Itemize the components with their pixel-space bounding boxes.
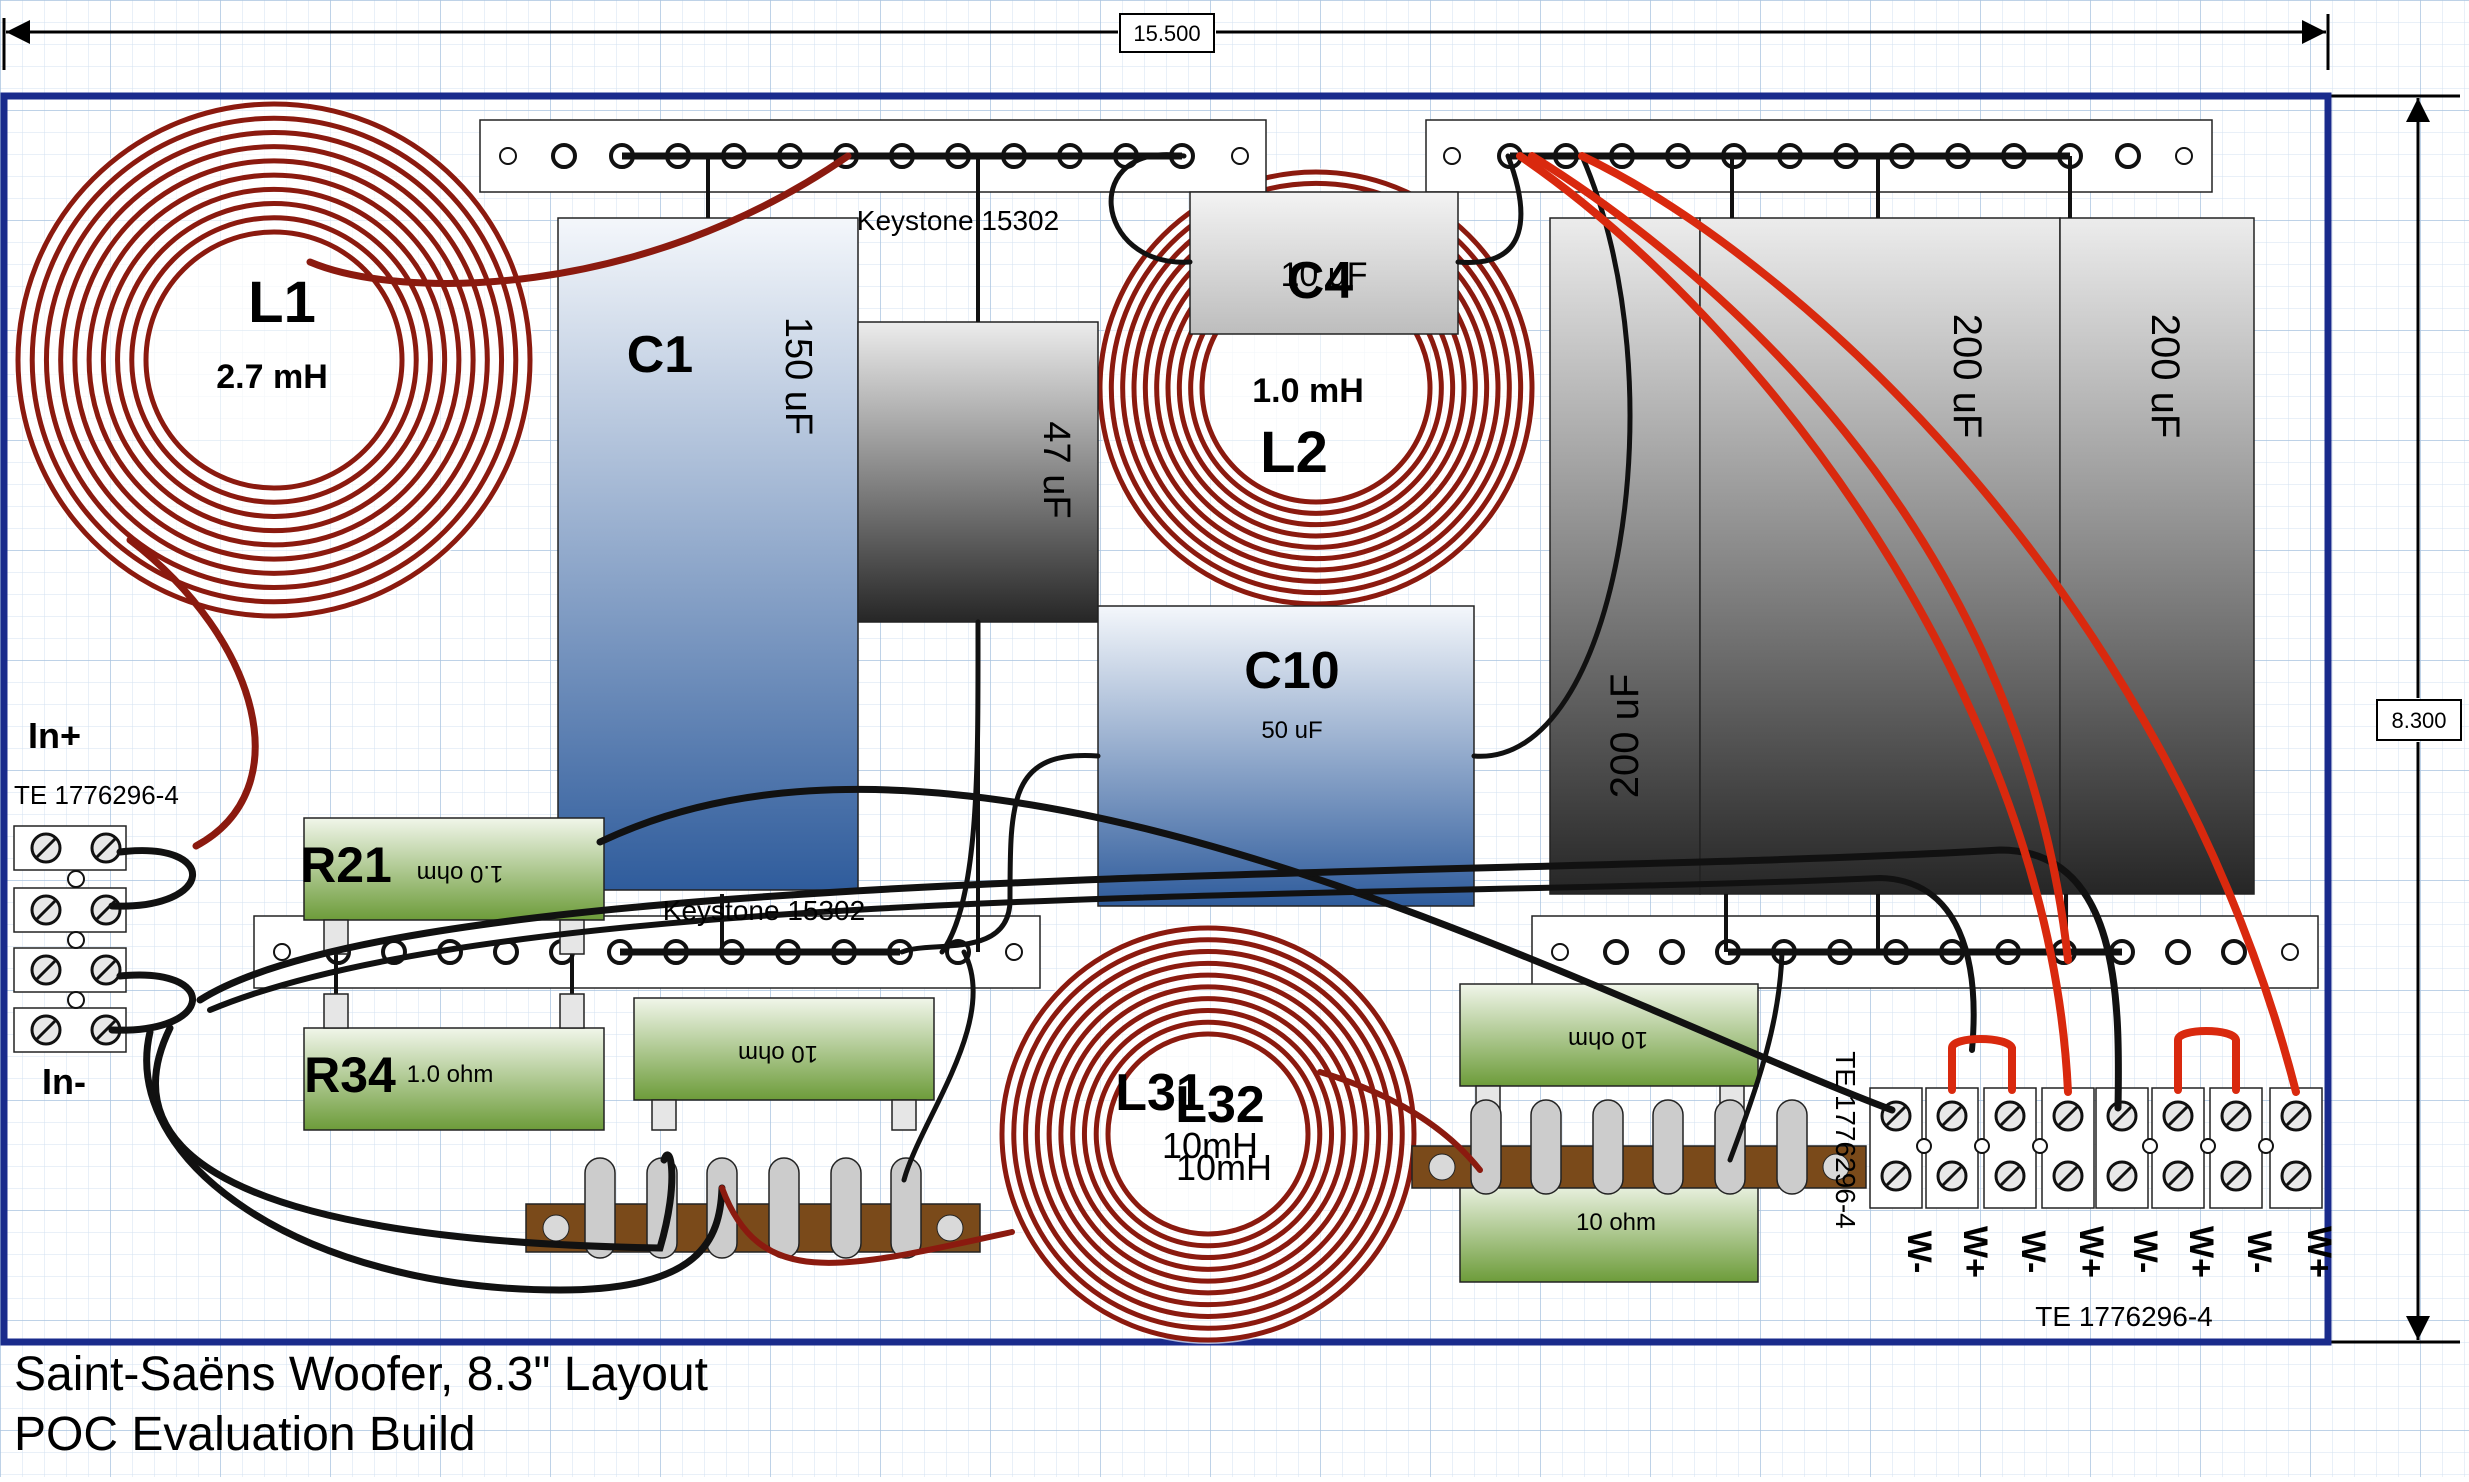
cap-200uf-b-value: 200 uF: [1945, 314, 1989, 439]
wire-input-minus-2: [143, 1028, 726, 1294]
resistor-10ohm-a-value: 10 ohm: [738, 1040, 818, 1067]
output-terminal-label-6: W+: [2182, 1226, 2220, 1278]
wire-c10-to-strip: [1471, 153, 1633, 759]
resistor-10ohm-a-body: [633, 997, 935, 1101]
footer-title: Saint-Saëns Woofer, 8.3" Layout: [14, 1348, 708, 1401]
wire-strip-right-down: [1727, 949, 1785, 1163]
component-labels: L1 2.7 mH 1.0 mH L2 L31 L32 10mH 10mH C1…: [14, 205, 2213, 1332]
lug-board-left: [525, 1157, 981, 1259]
lug-board-right: [1411, 1099, 1867, 1195]
input-minus-label: In-: [42, 1061, 86, 1102]
r21-value: 1.0 ohm: [417, 860, 504, 887]
terminal-strip-right: [1531, 915, 2319, 989]
wire-lug-to-l3: [719, 1185, 1015, 1266]
c10-name: C10: [1244, 642, 1339, 700]
wire-l1-to-input: [126, 536, 259, 850]
terminal-strips: [253, 119, 2319, 1000]
resistor-10ohm-b-value: 10 ohm: [1568, 1026, 1648, 1053]
width-dimension-label: 15.500: [1133, 21, 1200, 46]
screw-terminals: [13, 825, 2323, 1209]
cap-200uf-c-value: 200 uF: [2143, 314, 2187, 439]
capacitor-c4-body: [1189, 191, 1459, 335]
output-terminal-label-5: W-: [2126, 1231, 2164, 1274]
capacitor-c10-body: [1097, 605, 1475, 907]
output-screw-terminals: [1869, 1087, 2323, 1209]
output-terminal-label-2: W+: [1956, 1226, 1994, 1278]
l32-name: L32: [1175, 1076, 1265, 1134]
output-part-label: TE 1776296-4: [2035, 1301, 2212, 1332]
wire-input-bus-2: [207, 874, 1977, 1053]
wire-jumper-1: [1948, 1035, 2016, 1094]
wire-red-1: [1516, 152, 2072, 1096]
l2-name: L2: [1260, 420, 1328, 485]
output-terminal-labels: W- W+ W- W+ W- W+ W- W+: [1900, 1226, 2338, 1278]
output-terminal-label-7: W-: [2240, 1231, 2278, 1274]
l31-value: 10mH: [1162, 1125, 1258, 1166]
capacitor-c1-body: [557, 217, 859, 891]
input-plus-label: In+: [28, 715, 81, 756]
wire-r21-to-output: [596, 785, 1896, 1114]
input-screw-terminal: [13, 825, 127, 1053]
l32-value: 10mH: [1176, 1147, 1272, 1188]
wire-input-loop-2: [108, 971, 196, 1034]
board-outline: [0, 92, 2332, 1346]
output-terminal-label-8: W+: [2300, 1226, 2338, 1278]
wire-c4-to-strip: [1455, 153, 1524, 265]
height-dimension-label: 8.300: [2391, 708, 2446, 733]
output-terminal-label-4: W+: [2072, 1226, 2110, 1278]
resistor-10ohm-c-body: [1459, 1179, 1759, 1283]
resistor-r21-body: [303, 817, 605, 921]
l31-name: L31: [1115, 1064, 1205, 1122]
middle-strip-label: Keystone 15302: [663, 895, 865, 926]
wire-red-3: [1528, 152, 2072, 964]
resistor-r34-body: [303, 1027, 605, 1131]
height-dimension: 8.300: [2330, 94, 2462, 1344]
resistor-10ohm-c-value: 10 ohm: [1576, 1209, 1656, 1236]
inductor-l3-coil: [998, 924, 1418, 1344]
terminal-strip-top-right: [1425, 119, 2213, 193]
cap-47uf-value: 47 uF: [1035, 421, 1077, 518]
wire-strip-to-c4: [1108, 152, 1193, 265]
c1-value: 150 uF: [777, 317, 819, 435]
wire-l3-to-right-lug: [1317, 1069, 1483, 1173]
l2-value: 1.0 mH: [1252, 372, 1364, 410]
capacitor-200uf-c-body: [2059, 217, 2255, 895]
c1-name: C1: [627, 326, 693, 384]
wire-strip-to-lug: [901, 949, 976, 1183]
c4-name: C4: [1287, 252, 1354, 310]
input-part-label: TE 1776296-4: [14, 780, 179, 810]
inductor-l1-coil: [14, 100, 534, 620]
cap-200uf-a-value: 200 uF: [1603, 674, 1647, 799]
r21-name: R21: [300, 837, 392, 893]
lug-boards: [525, 1099, 1867, 1259]
c4-value: 10 uF: [1281, 256, 1368, 294]
wire-47uf-down: [939, 619, 981, 955]
l1-value: 2.7 mH: [216, 358, 328, 396]
l1-name: L1: [248, 270, 316, 335]
terminal-strip-top-left: [479, 119, 1267, 193]
wire-input-bus-1: [196, 846, 2122, 1112]
output-terminal-label-3: W-: [2014, 1231, 2052, 1274]
wire-red-2: [1578, 152, 2300, 1096]
output-terminal-label-1: W-: [1900, 1231, 1938, 1274]
r34-name: R34: [304, 1047, 396, 1103]
wire-input-loop-1: [108, 847, 196, 910]
wire-l1-to-strip: [306, 152, 852, 287]
footer-subtitle: POC Evaluation Build: [14, 1408, 476, 1461]
output-side-part-label: TE 1776296-4: [1830, 1051, 1861, 1228]
width-dimension: 15.500: [2, 13, 2330, 70]
top-strip-label: Keystone 15302: [857, 205, 1059, 236]
wire-jumper-2: [2174, 1027, 2240, 1094]
r34-value: 1.0 ohm: [407, 1061, 494, 1088]
wire-input-minus-1: [152, 1024, 676, 1252]
c10-value: 50 uF: [1261, 717, 1322, 744]
wiring: [108, 152, 2300, 1294]
capacitor-47uf-body: [857, 321, 1099, 623]
